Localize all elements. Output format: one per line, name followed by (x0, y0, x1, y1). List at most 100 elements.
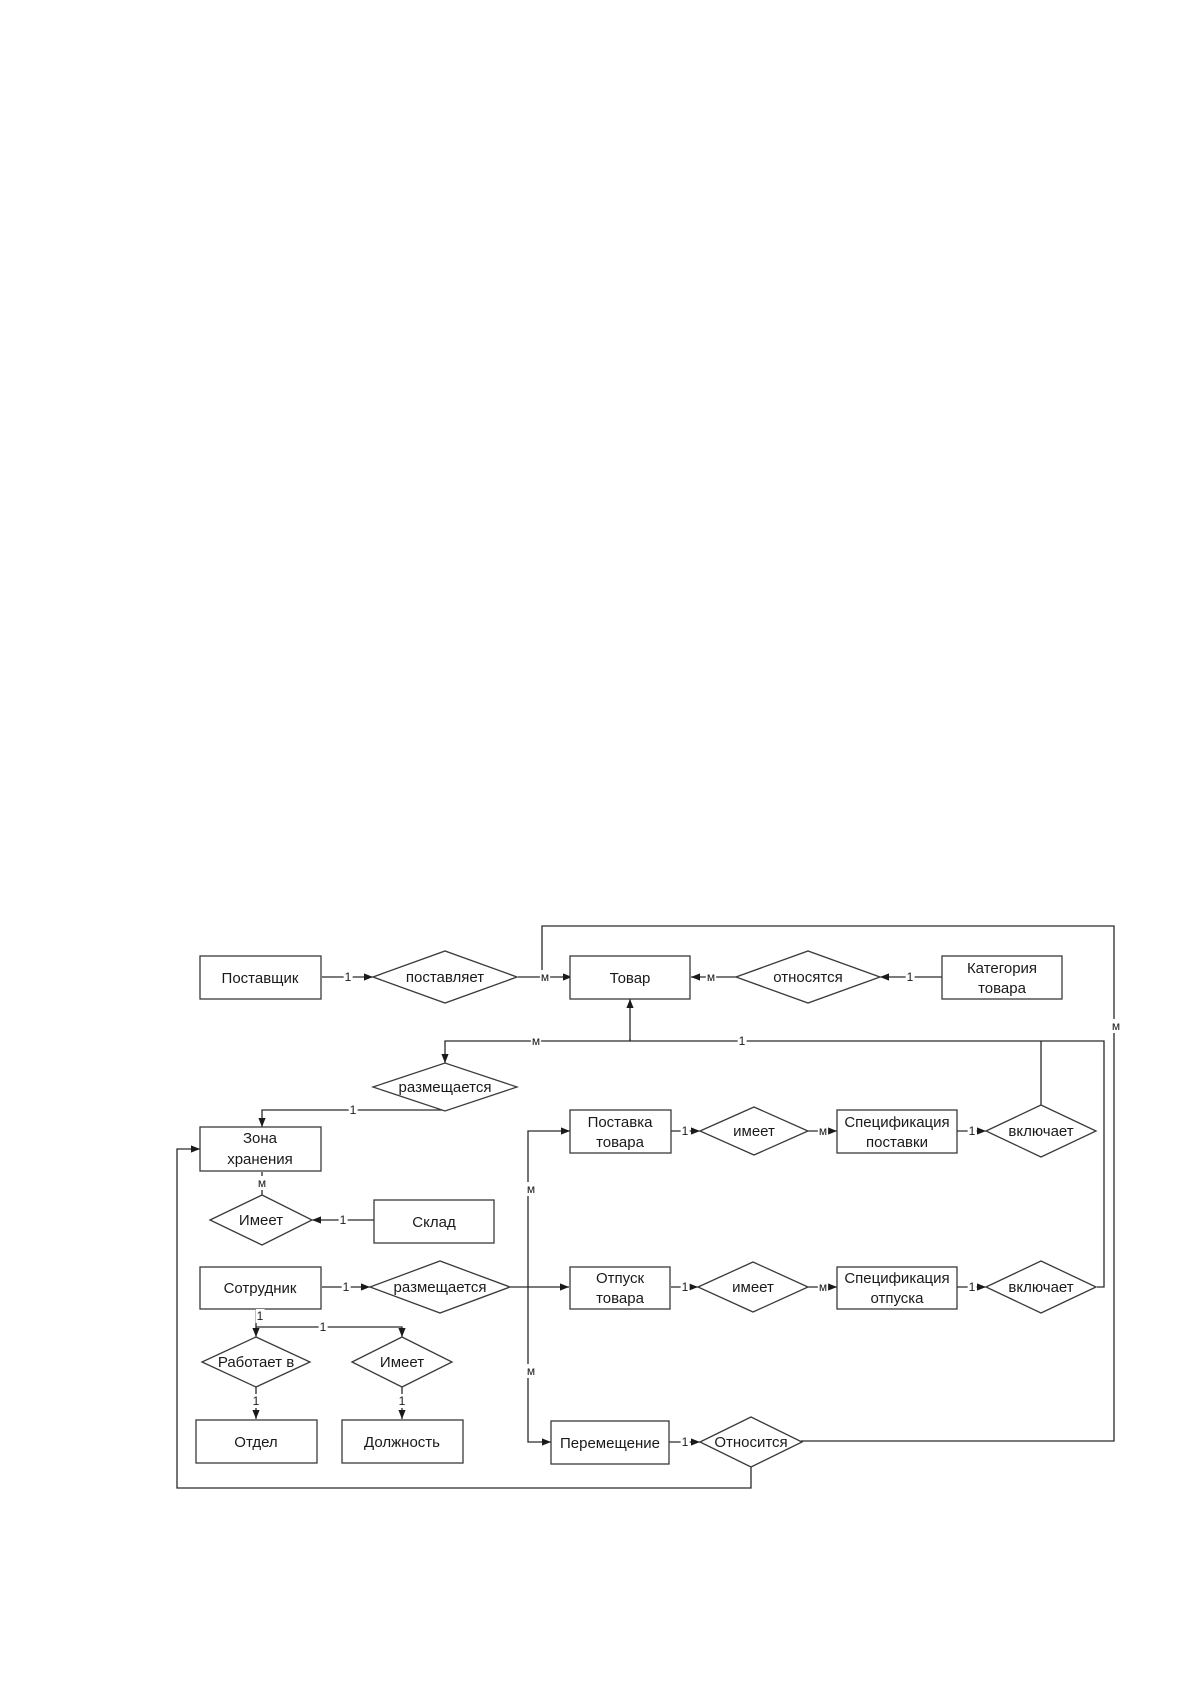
entity-movement-label: Перемещение (560, 1435, 660, 1452)
cardinality-backdrop (318, 1320, 328, 1334)
cardinality-backdrop (967, 1124, 977, 1138)
entity-product-label: Товар (610, 970, 651, 987)
line-placed-delivery (527, 1127, 570, 1287)
cardinality-backdrop (341, 1280, 351, 1294)
cardinality-backdrop (905, 970, 915, 984)
cardinality-backdrop (525, 1182, 537, 1196)
card-supplier-supplies: 1 (345, 970, 352, 984)
cardinality-backdrop (680, 1280, 690, 1294)
card-has-release-spec: м (819, 1280, 827, 1294)
rel-works-in[interactable]: Работает в (200, 1336, 312, 1388)
card-works-dept: 1 (253, 1394, 260, 1408)
entity-product[interactable]: Товар (569, 955, 691, 1000)
connections (176, 925, 1115, 1489)
rel-movement-relates[interactable]: Относится (698, 1416, 804, 1468)
rel-warehouse-has[interactable]: Имеет (208, 1194, 314, 1246)
entity-release-label-2: товара (596, 1290, 645, 1307)
cardinality-backdrop (967, 1280, 977, 1294)
entity-position-label: Должность (364, 1434, 440, 1451)
cardinality-backdrop (817, 1124, 829, 1138)
rel-release-includes[interactable]: включает (984, 1260, 1098, 1314)
entities: Поставщик Товар Категория товара Зона хр… (195, 955, 1063, 1465)
rel-delivery-has-label: имеет (733, 1123, 775, 1140)
card-placed-delivery: м (527, 1182, 535, 1196)
rel-employee-has[interactable]: Имеет (350, 1336, 454, 1388)
entity-category-label-2: товара (978, 980, 1027, 997)
cardinality-backdrop (338, 1213, 348, 1227)
card-emp-works: 1 (257, 1309, 264, 1323)
entity-movement[interactable]: Перемещение (550, 1420, 670, 1465)
entity-warehouse[interactable]: Склад (373, 1199, 495, 1244)
cardinality-backdrop (737, 1034, 747, 1048)
cardinality-backdrop (680, 1124, 690, 1138)
card-delivery-has: 1 (682, 1124, 689, 1138)
entity-warehouse-label: Склад (412, 1214, 456, 1231)
entity-storage-zone-label-1: Зона (243, 1130, 278, 1147)
cardinality-backdrop (1110, 1019, 1122, 1033)
cardinality-backdrop (251, 1394, 261, 1408)
entity-category-label-1: Категория (967, 960, 1037, 977)
rel-employee-has-label: Имеет (380, 1354, 424, 1371)
entity-delivery[interactable]: Поставка товара (569, 1109, 672, 1154)
entity-delivery-spec-label-1: Спецификация (844, 1114, 949, 1131)
card-placed-zone: 1 (350, 1103, 357, 1117)
rel-belongs-to-label: относятся (773, 969, 842, 986)
line-placed-zone (258, 1109, 445, 1127)
entity-delivery-spec-label-2: поставки (866, 1134, 928, 1151)
line-relates-zone (176, 1145, 752, 1489)
rel-supplies[interactable]: поставляет (371, 950, 519, 1004)
rel-works-in-label: Работает в (218, 1354, 294, 1371)
entity-employee-label: Сотрудник (224, 1280, 297, 1297)
entity-delivery-spec[interactable]: Спецификация поставки (836, 1109, 958, 1154)
entity-release[interactable]: Отпуск товара (569, 1266, 671, 1310)
card-delivery-spec-includes: 1 (969, 1124, 976, 1138)
entity-storage-zone[interactable]: Зона хранения (199, 1126, 322, 1172)
cardinality-backdrop (539, 970, 551, 984)
rel-delivery-has[interactable]: имеет (698, 1106, 810, 1156)
entity-department-label: Отдел (234, 1434, 277, 1451)
cardinality-backdrop (817, 1280, 829, 1294)
line-placed-movement (527, 1287, 551, 1446)
rel-release-has[interactable]: имеет (696, 1261, 810, 1313)
card-relates-product: м (1112, 1019, 1120, 1033)
card-warehouse-has: 1 (340, 1213, 347, 1227)
card-has-delivery-spec: м (819, 1124, 827, 1138)
card-belongs-product: м (707, 970, 715, 984)
line-product-includes (630, 1040, 1105, 1288)
rel-movement-relates-label: Относится (714, 1434, 787, 1451)
card-supplies-product: м (541, 970, 549, 984)
entity-release-label-1: Отпуск (596, 1270, 644, 1287)
rel-delivery-includes-label: включает (1008, 1123, 1073, 1140)
rel-placed[interactable]: размещается (370, 1062, 520, 1112)
cardinality-backdrop (343, 970, 353, 984)
rel-employee-placed[interactable]: размещается (368, 1260, 512, 1314)
cardinality-backdrop (530, 1034, 542, 1048)
line-top-loop (541, 925, 1115, 1442)
cardinalities: 1 м м 1 м 1 м 1 м 1 1 1 1 1 1 м м 1 м 1 … (251, 970, 1122, 1449)
card-category-belongs: 1 (907, 970, 914, 984)
entity-storage-zone-label-2: хранения (227, 1151, 293, 1168)
card-product-placed: м (532, 1034, 540, 1048)
entity-supplier[interactable]: Поставщик (199, 955, 322, 1000)
entity-department[interactable]: Отдел (195, 1419, 318, 1464)
line-emp-has (256, 1326, 406, 1337)
card-release-has: 1 (682, 1280, 689, 1294)
cardinality-backdrop (397, 1394, 407, 1408)
cardinality-backdrop (525, 1364, 537, 1378)
entity-category[interactable]: Категория товара (941, 955, 1063, 1000)
entity-release-spec-label-1: Спецификация (844, 1270, 949, 1287)
card-employee-placed: 1 (343, 1280, 350, 1294)
relationships: поставляет относятся размещается Имеет р… (200, 950, 1098, 1468)
rel-employee-placed-label: размещается (394, 1279, 487, 1296)
rel-belongs-to[interactable]: относятся (734, 950, 882, 1004)
rel-delivery-includes[interactable]: включает (984, 1104, 1098, 1158)
entity-release-spec[interactable]: Спецификация отпуска (836, 1266, 958, 1310)
entity-release-spec-label-2: отпуска (870, 1290, 924, 1307)
entity-delivery-label-1: Поставка (588, 1114, 654, 1131)
entity-supplier-label: Поставщик (222, 970, 299, 987)
entity-employee[interactable]: Сотрудник (199, 1266, 322, 1310)
card-placed-movement: м (527, 1364, 535, 1378)
card-zone-has: м (258, 1176, 266, 1190)
entity-position[interactable]: Должность (341, 1419, 464, 1464)
